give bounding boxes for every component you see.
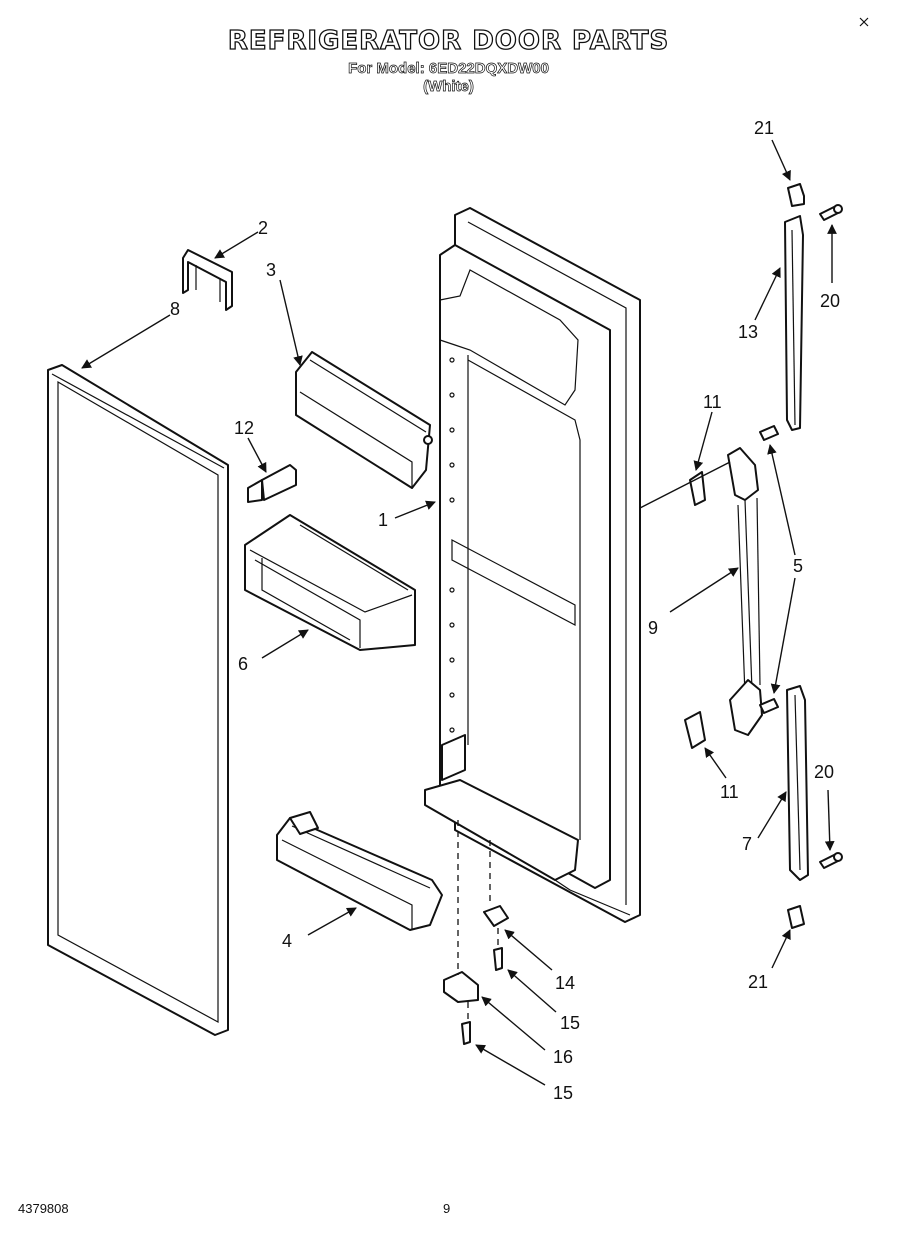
callout-15-lower: 15 [553,1083,573,1103]
callout-5: 5 [793,556,803,576]
callout-1: 1 [378,510,388,530]
part-15-screw-upper [493,947,503,971]
corner-mark [859,17,869,27]
part-14-hinge-plate [483,905,509,927]
part-9-handle [727,447,763,736]
callout-3: 3 [266,260,276,280]
part-5-screw-bottom [759,698,779,714]
callout-15-upper: 15 [560,1013,580,1033]
callout-labels: 21 2 3 20 13 8 12 11 1 5 9 6 11 20 7 4 1… [170,118,840,1103]
callout-14: 14 [555,973,575,993]
page-number: 9 [443,1201,451,1216]
leader-lines [81,139,837,1086]
callout-4: 4 [282,931,292,951]
callout-6: 6 [238,654,248,674]
part-21-top-cap [787,183,805,207]
part-21-bottom-cap [787,905,805,929]
callout-20-top: 20 [820,291,840,311]
page-title: REFRIGERATOR DOOR PARTS [227,25,670,56]
callout-11-bottom: 11 [720,782,739,802]
callout-11-top: 11 [703,392,722,412]
part-2-bracket [182,249,233,311]
callout-9: 9 [648,618,658,638]
part-6-door-bin [244,514,416,651]
callout-2: 2 [258,218,268,238]
callout-20-bottom: 20 [814,762,834,782]
color-variant: (White) [423,78,475,96]
part-3-dairy-door [295,351,433,489]
part-20-screw-top [819,204,843,221]
document-number: 4379808 [18,1201,69,1216]
part-11-clip-top [689,471,706,506]
part-15-screw-lower [461,1021,471,1045]
part-4-door-shelf [276,811,443,931]
callout-8: 8 [170,299,180,319]
callout-12: 12 [234,418,254,438]
callout-7: 7 [742,834,752,854]
part-13-trim [784,215,804,431]
callout-13: 13 [738,322,758,342]
part-11-clip-bottom [684,711,706,749]
part-20-screw-bottom [819,852,843,869]
part-5-screw-top [759,425,779,441]
part-12-bracket [247,464,297,503]
callout-21-top: 21 [754,118,774,138]
callout-16: 16 [553,1047,573,1067]
part-1-door-assembly [424,207,641,923]
part-7-trim [786,685,809,881]
model-number: For Model: 6ED22DQXDW00 [348,60,550,78]
callout-21-bottom: 21 [748,972,768,992]
part-16-hinge [443,971,479,1003]
part-8-door-gasket [47,364,229,1036]
